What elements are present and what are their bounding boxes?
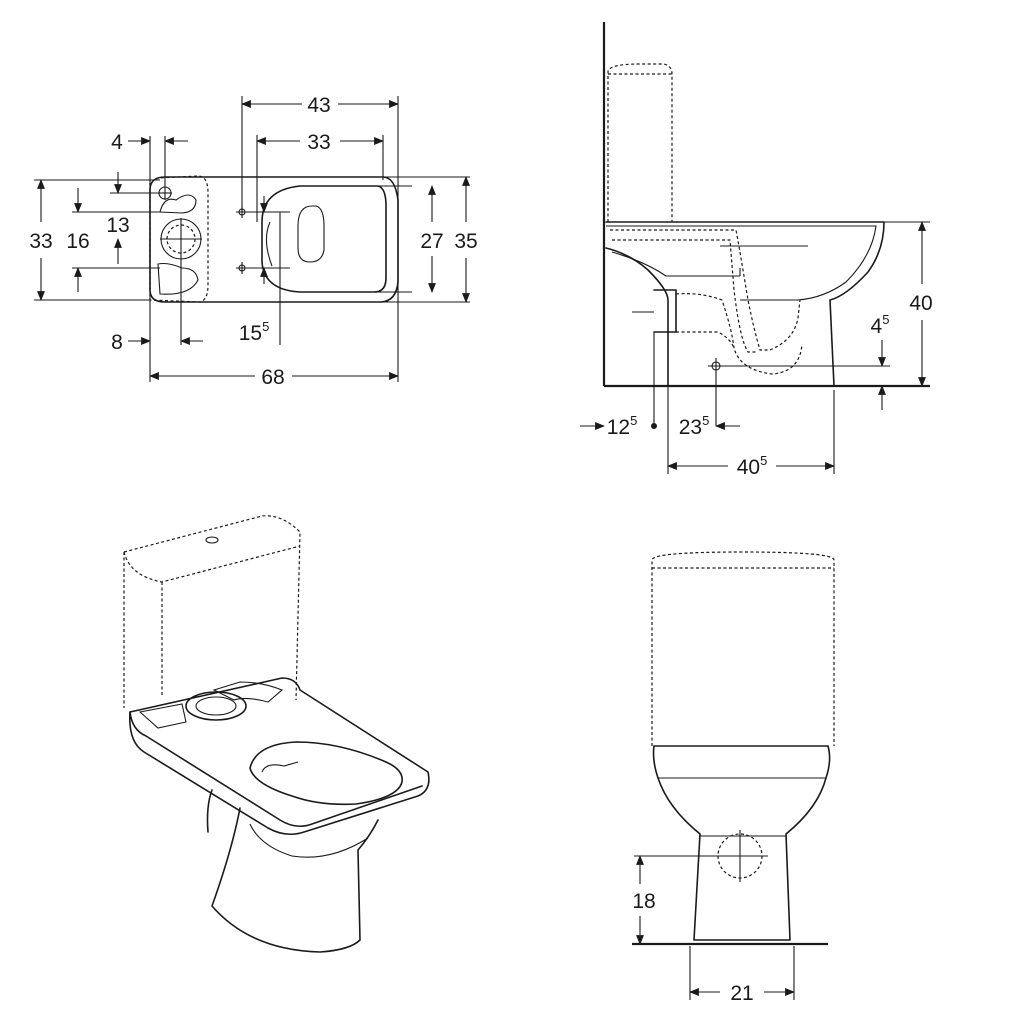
plan-dim-43: 43: [307, 94, 330, 117]
front-dim-18: 18: [632, 890, 655, 913]
outlet-center-icon: [708, 358, 840, 374]
plan-tank-outline: [149, 175, 209, 303]
perspective-flush-valve: [185, 691, 247, 721]
perspective-seat-plate: [128, 677, 430, 836]
side-outlet-stub: [653, 289, 677, 333]
plan-view: 43 33 4 13 16 33 27 35 8 155 68: [29, 94, 477, 389]
side-dim-23-5: 235: [679, 413, 710, 439]
front-view: 18 21: [632, 551, 835, 1005]
front-dim-21: 21: [730, 982, 753, 1005]
side-view: 40 45 125 235 405: [580, 22, 933, 479]
side-tank-outline: [607, 63, 673, 222]
perspective-view: [123, 515, 430, 953]
side-dim-4-5: 45: [871, 312, 890, 338]
side-dim-40: 40: [909, 292, 932, 315]
plan-dim-68: 68: [261, 366, 284, 389]
perspective-bowl-opening: [249, 741, 403, 806]
plan-dim-27: 27: [420, 230, 443, 253]
plan-dim-33-top: 33: [307, 131, 330, 154]
plan-dim-33-left: 33: [29, 230, 52, 253]
plan-dim-15-5: 155: [239, 319, 270, 345]
plan-dim-4: 4: [111, 131, 123, 154]
plan-dim-8: 8: [111, 331, 123, 354]
front-tank-outline: [651, 551, 835, 746]
plan-dim-35: 35: [454, 230, 477, 253]
side-dim-12-5: 125: [607, 413, 638, 439]
side-dim-40-5: 405: [737, 453, 768, 479]
plan-dim-13: 13: [106, 214, 129, 237]
side-pan-outline: [605, 221, 885, 387]
plan-dim-16: 16: [66, 230, 89, 253]
plan-bowl-rim: [261, 185, 387, 293]
front-bowl-outline: [652, 745, 831, 941]
fixing-hole-icon: [236, 262, 290, 274]
perspective-pedestal: [211, 807, 379, 953]
plan-bowl-outlet: [297, 205, 325, 263]
